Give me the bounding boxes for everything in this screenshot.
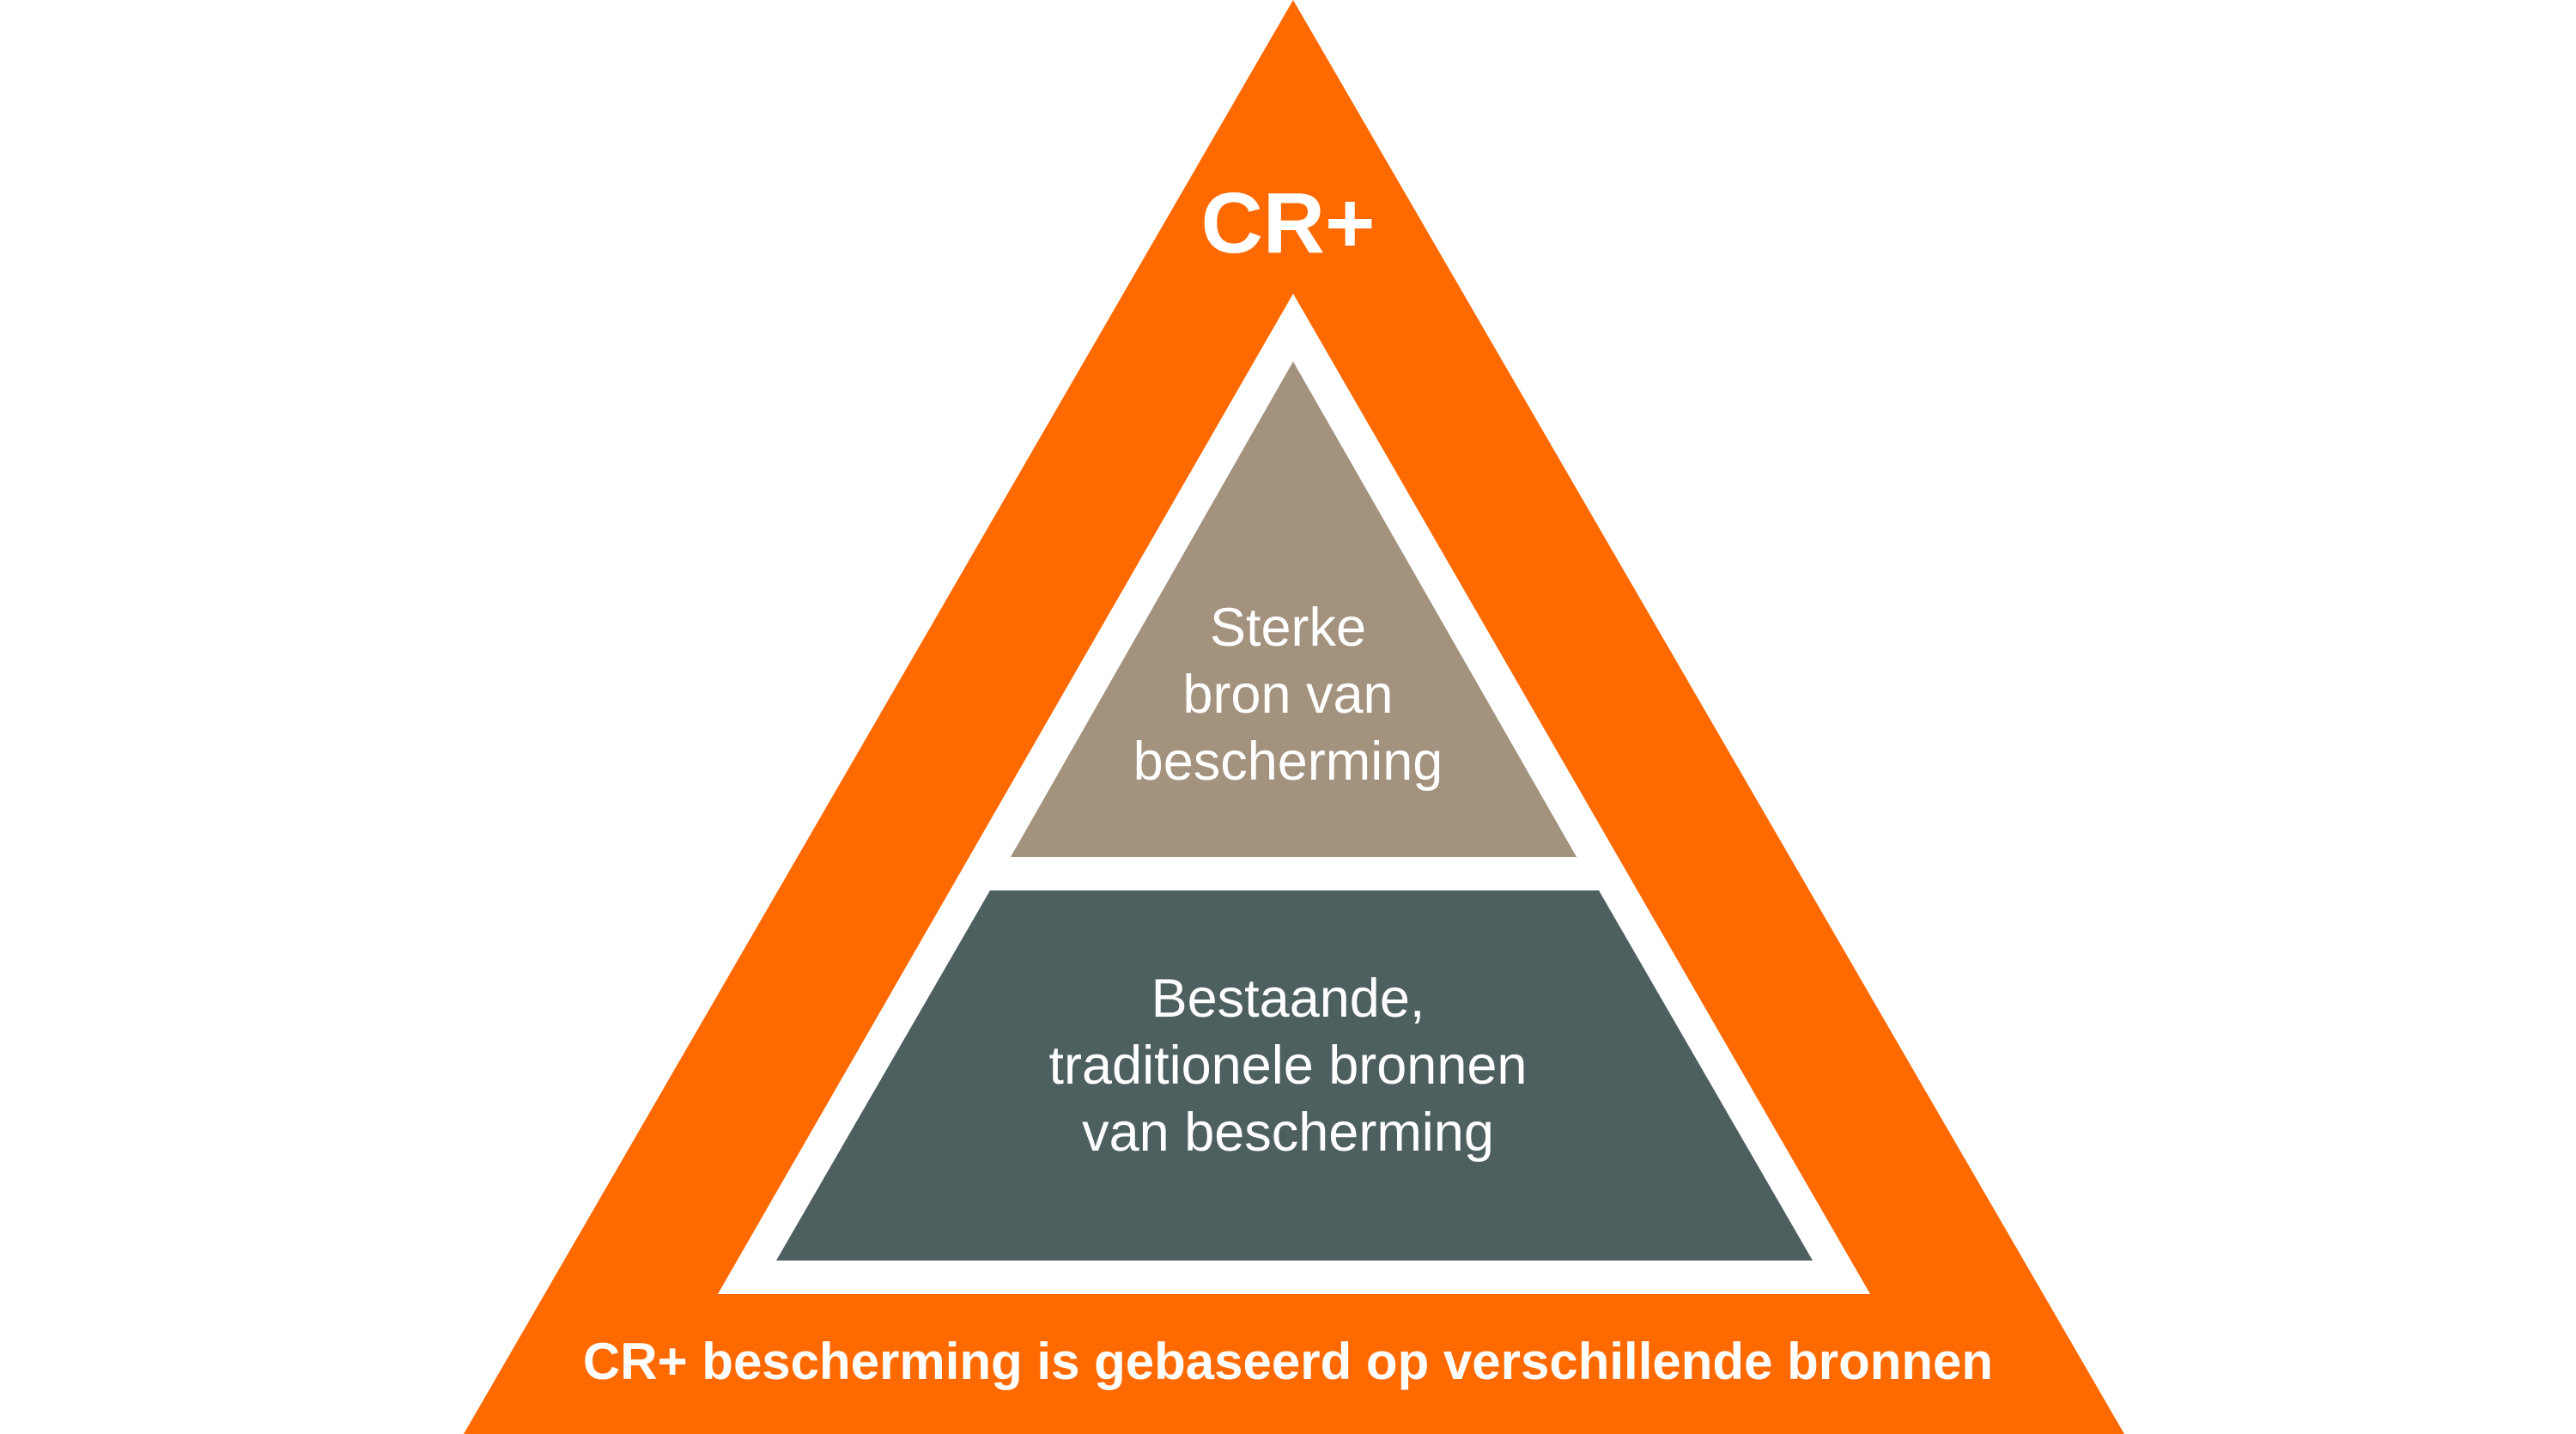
bottom-layer-label: Bestaande, traditionele bronnen van besc… [945, 965, 1631, 1166]
bottom-layer-label-line-1: Bestaande, [1151, 969, 1425, 1029]
top-layer-sterke-bron [1011, 362, 1577, 857]
diagram-caption: CR+ bescherming is gebaseerd op verschil… [582, 1333, 1994, 1390]
bottom-layer-label-line-3: van bescherming [1082, 1103, 1494, 1163]
top-layer-label: Sterke bron van bescherming [1030, 594, 1546, 795]
top-layer-label-line-2: bron van [1182, 665, 1394, 725]
bottom-layer-label-line-2: traditionele bronnen [1048, 1036, 1528, 1096]
bottom-layer-traditionele-bronnen [776, 890, 1813, 1261]
top-layer-label-line-1: Sterke [1209, 598, 1367, 658]
top-layer-label-line-3: bescherming [1133, 732, 1443, 792]
diagram-title: CR+ [1200, 175, 1376, 271]
